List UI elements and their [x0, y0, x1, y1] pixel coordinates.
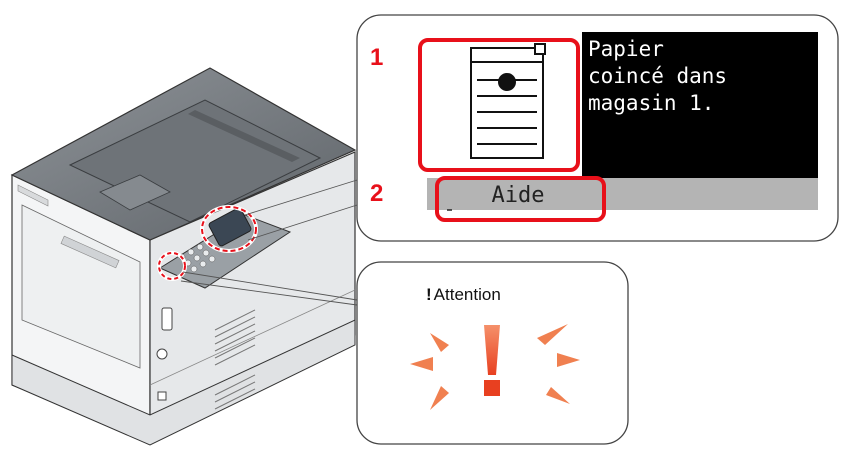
help-button[interactable]: Aide — [491, 183, 545, 208]
attention-flash-rays — [410, 324, 580, 410]
callout-marker-2: 2 — [370, 180, 384, 207]
attention-exclamation-glyph: ! — [426, 285, 432, 304]
attention-label-text: Attention — [433, 285, 501, 304]
connector-lines — [180, 179, 358, 306]
panel-highlight-attention-led — [157, 251, 187, 281]
attention-exclamation-icon — [484, 325, 500, 396]
highlight-box-help-button — [435, 176, 606, 222]
highlight-box-tray-icon — [418, 38, 580, 172]
callout-marker-1: 1 — [370, 44, 384, 71]
panel-highlight-screen — [200, 205, 258, 253]
paper-tray-icon — [470, 43, 546, 159]
attention-indicator-label: !Attention — [426, 285, 566, 305]
lcd-message: Papier coincé dans magasin 1. — [588, 37, 728, 115]
